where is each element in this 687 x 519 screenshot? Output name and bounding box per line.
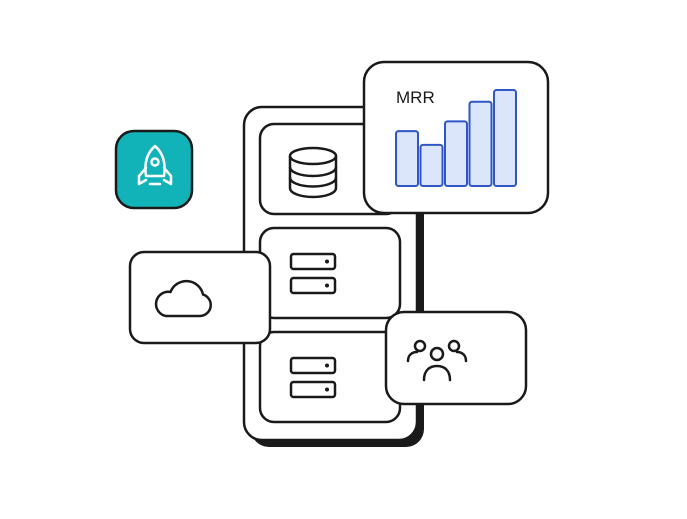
rocket-app-background bbox=[114, 129, 194, 210]
rocket-app-tile bbox=[114, 129, 194, 210]
users-card-frame bbox=[384, 310, 528, 406]
mrr-bar-4 bbox=[468, 100, 493, 187]
rack-slot-server-bottom bbox=[258, 330, 402, 424]
rocket-icon bbox=[137, 144, 173, 186]
mrr-label: MRR bbox=[396, 88, 435, 107]
mrr-bar-3 bbox=[444, 120, 468, 187]
mrr-bar-1 bbox=[395, 130, 419, 187]
mrr-chart bbox=[395, 88, 517, 187]
cloud-icon bbox=[154, 279, 212, 318]
cloud-card-frame bbox=[128, 250, 272, 345]
rack-slot-2 bbox=[258, 226, 402, 320]
mrr-bar-5 bbox=[493, 88, 517, 187]
server-icon bbox=[289, 356, 337, 399]
rack-slot-3 bbox=[258, 330, 402, 424]
users-icon bbox=[406, 339, 468, 382]
server-icon bbox=[289, 252, 337, 295]
cloud-card bbox=[128, 250, 272, 345]
database-icon bbox=[288, 146, 338, 199]
mrr-card: MRR bbox=[362, 60, 550, 215]
rack-slot-server-top bbox=[258, 226, 402, 320]
mrr-bar-2 bbox=[419, 143, 444, 187]
users-card bbox=[384, 310, 528, 406]
